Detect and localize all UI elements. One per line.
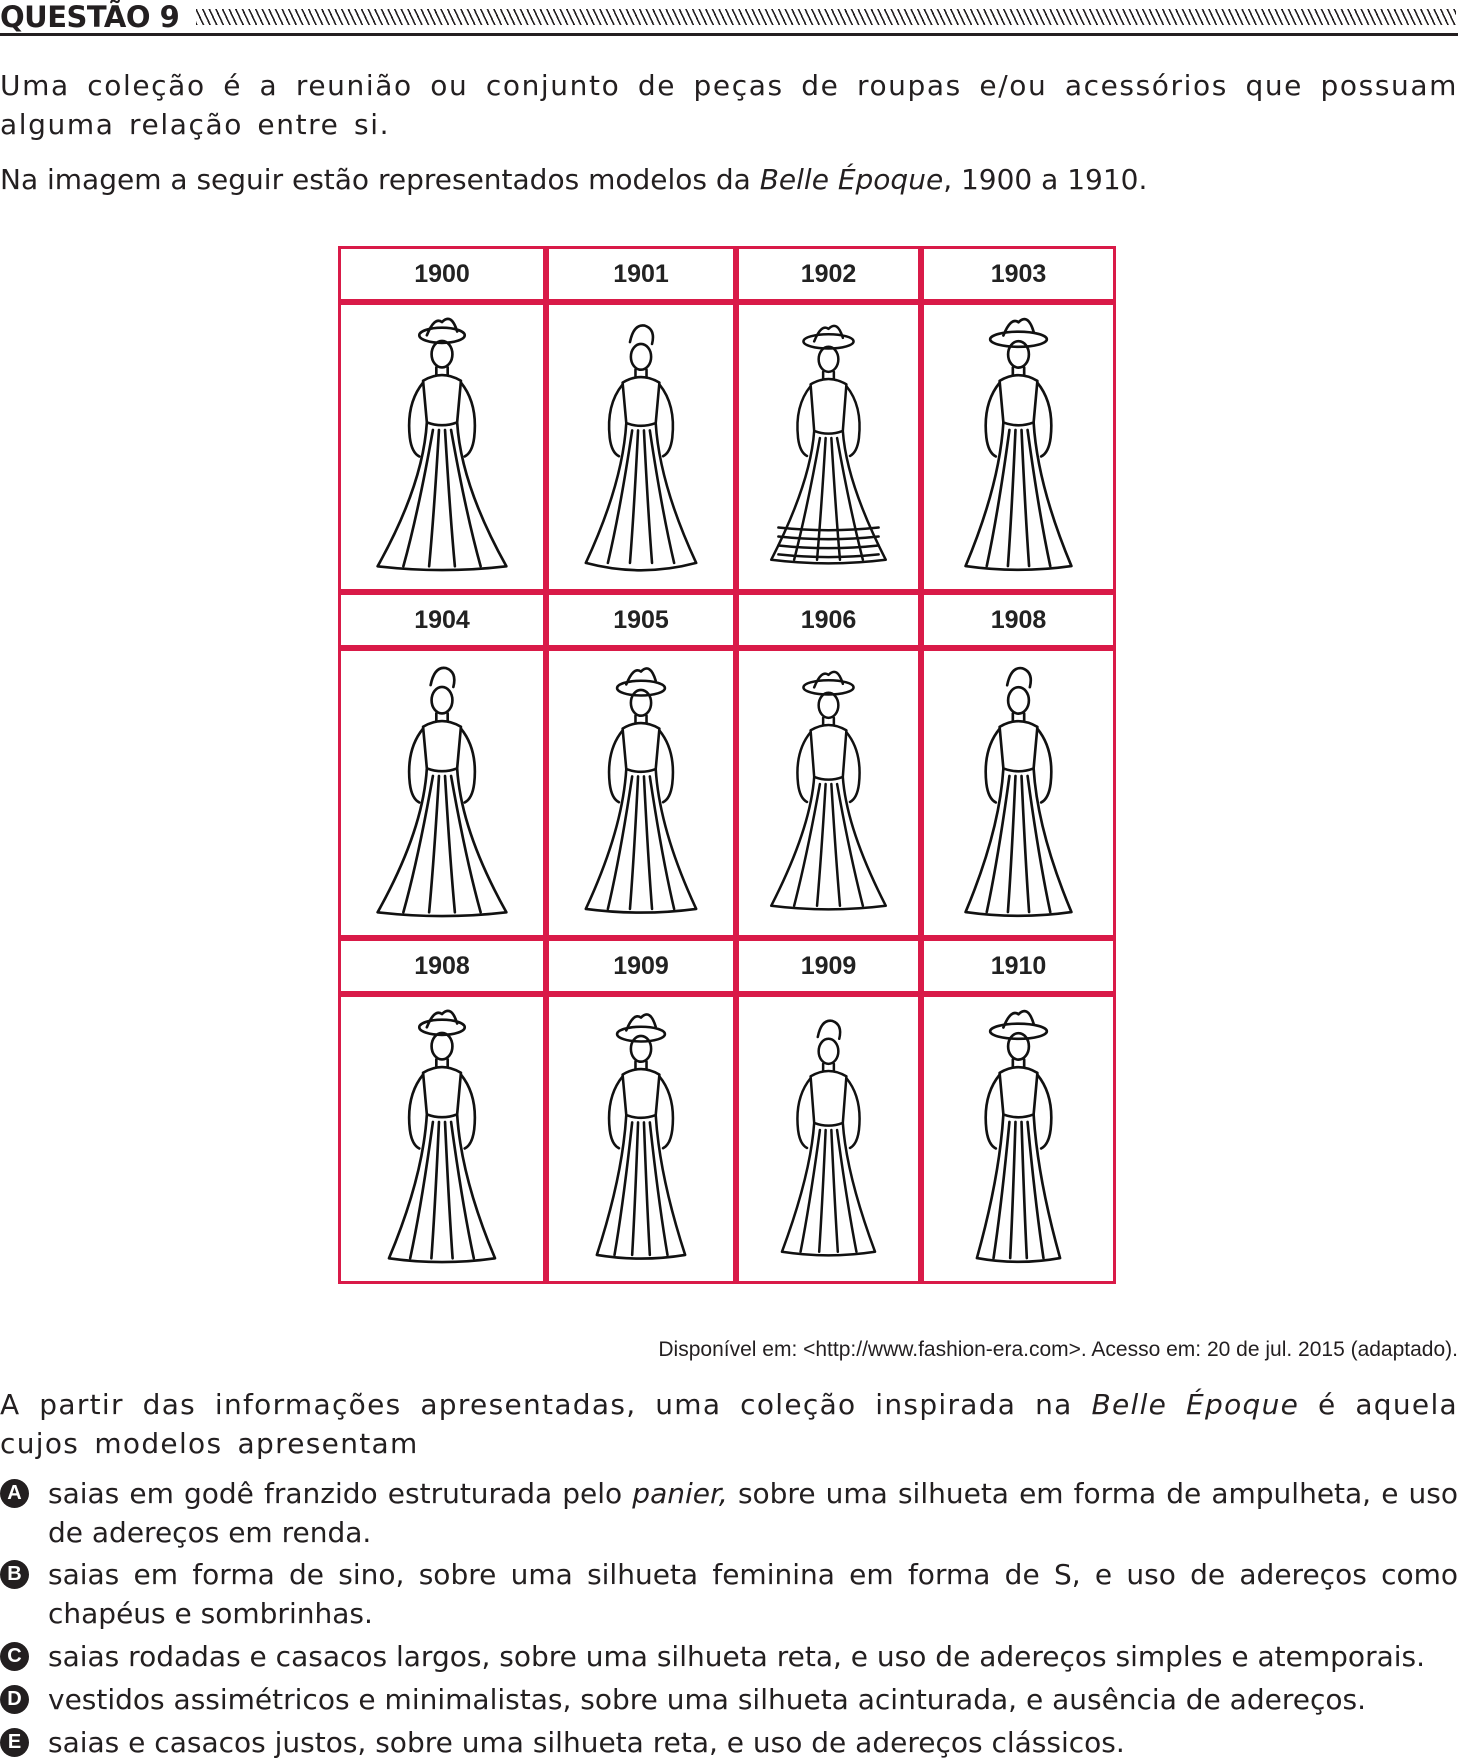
dress-cell [736, 648, 921, 938]
intro-text-end: , 1900 a 1910. [943, 163, 1148, 196]
figure-source: Disponível em: <http://www.fashion-era.c… [658, 1338, 1458, 1361]
dress-illustration [975, 1009, 1062, 1264]
year-label: 1909 [546, 938, 736, 994]
intro-paragraph-1: Uma coleção é a reunião ou conjunto de p… [0, 69, 1458, 141]
option-text: saias e casacos justos, sobre uma silhue… [48, 1726, 1125, 1759]
option-text: vestidos assimétricos e minimalistas, so… [48, 1683, 1366, 1716]
year-label: 1902 [736, 246, 921, 302]
year-label: 1901 [546, 246, 736, 302]
dress-cell [338, 648, 546, 938]
year-label: 1903 [921, 246, 1116, 302]
fashion-figure-grid: 1900 1901 1902 [338, 246, 1116, 1292]
option-text: saias em godê franzido estruturada pelo … [0, 1474, 1458, 1552]
dress-cell [921, 994, 1116, 1284]
dress-illustration [769, 324, 888, 565]
option-a[interactable]: A saias em godê franzido estruturada pel… [0, 1474, 1458, 1552]
dress-illustration [376, 317, 508, 572]
option-b[interactable]: B saias em forma de sino, sobre uma silh… [0, 1555, 1458, 1633]
option-text-part: sobre uma silhueta em forma de ampulheta… [48, 1477, 1458, 1549]
dress-cell [921, 302, 1116, 592]
dress-illustration [769, 670, 888, 911]
question-prompt: A partir das informações apresentadas, u… [0, 1385, 1458, 1463]
dress-illustration [964, 317, 1073, 572]
question-header: QUESTÃO 9 [0, 0, 1458, 40]
dress-illustration [595, 1013, 687, 1260]
intro-text: Na imagem a seguir estão representados m… [0, 163, 760, 196]
header-rule [0, 33, 1458, 36]
option-letter-badge: C [0, 1642, 29, 1671]
dress-illustration [387, 1009, 497, 1264]
dress-illustration [780, 1019, 877, 1257]
option-text: saias rodadas e casacos largos, sobre um… [48, 1640, 1426, 1673]
option-letter-badge: B [0, 1560, 29, 1589]
year-label: 1908 [921, 592, 1116, 648]
dress-cell [921, 648, 1116, 938]
dress-cell [546, 994, 736, 1284]
intro-italic-term: Belle Époque [759, 163, 944, 196]
dress-illustration [584, 667, 698, 914]
dress-illustration [584, 324, 698, 572]
option-letter-badge: E [0, 1728, 29, 1757]
year-label: 1908 [338, 938, 546, 994]
dress-cell [736, 994, 921, 1284]
option-text: saias em forma de sino, sobre uma silhue… [48, 1558, 1458, 1630]
dress-cell [338, 302, 546, 592]
prompt-italic-term: Belle Époque [1091, 1388, 1300, 1421]
prompt-text: A partir das informações apresentadas, u… [0, 1388, 1092, 1421]
dress-illustration [964, 666, 1073, 918]
dress-cell [736, 302, 921, 592]
intro-paragraph-2: Na imagem a seguir estão representados m… [0, 160, 1458, 199]
option-letter-badge: D [0, 1685, 29, 1714]
question-title: QUESTÃO 9 [0, 0, 180, 34]
header-hatch-decoration [196, 9, 1456, 25]
prompt-text-end: é aquela cujos modelos apresentam [0, 1388, 1458, 1460]
option-italic-term: panier, [632, 1477, 728, 1510]
option-e[interactable]: E saias e casacos justos, sobre uma silh… [0, 1723, 1458, 1762]
year-label: 1909 [736, 938, 921, 994]
dress-cell [546, 648, 736, 938]
option-d[interactable]: D vestidos assimétricos e minimalistas, … [0, 1680, 1458, 1719]
dress-illustration [376, 666, 508, 918]
year-label: 1905 [546, 592, 736, 648]
year-label: 1910 [921, 938, 1116, 994]
year-label: 1904 [338, 592, 546, 648]
option-letter-badge: A [0, 1479, 29, 1508]
option-c[interactable]: C saias rodadas e casacos largos, sobre … [0, 1637, 1458, 1676]
year-label: 1900 [338, 246, 546, 302]
dress-cell [338, 994, 546, 1284]
option-text-part: saias em godê franzido estruturada pelo [48, 1477, 633, 1510]
dress-cell [546, 302, 736, 592]
year-label: 1906 [736, 592, 921, 648]
